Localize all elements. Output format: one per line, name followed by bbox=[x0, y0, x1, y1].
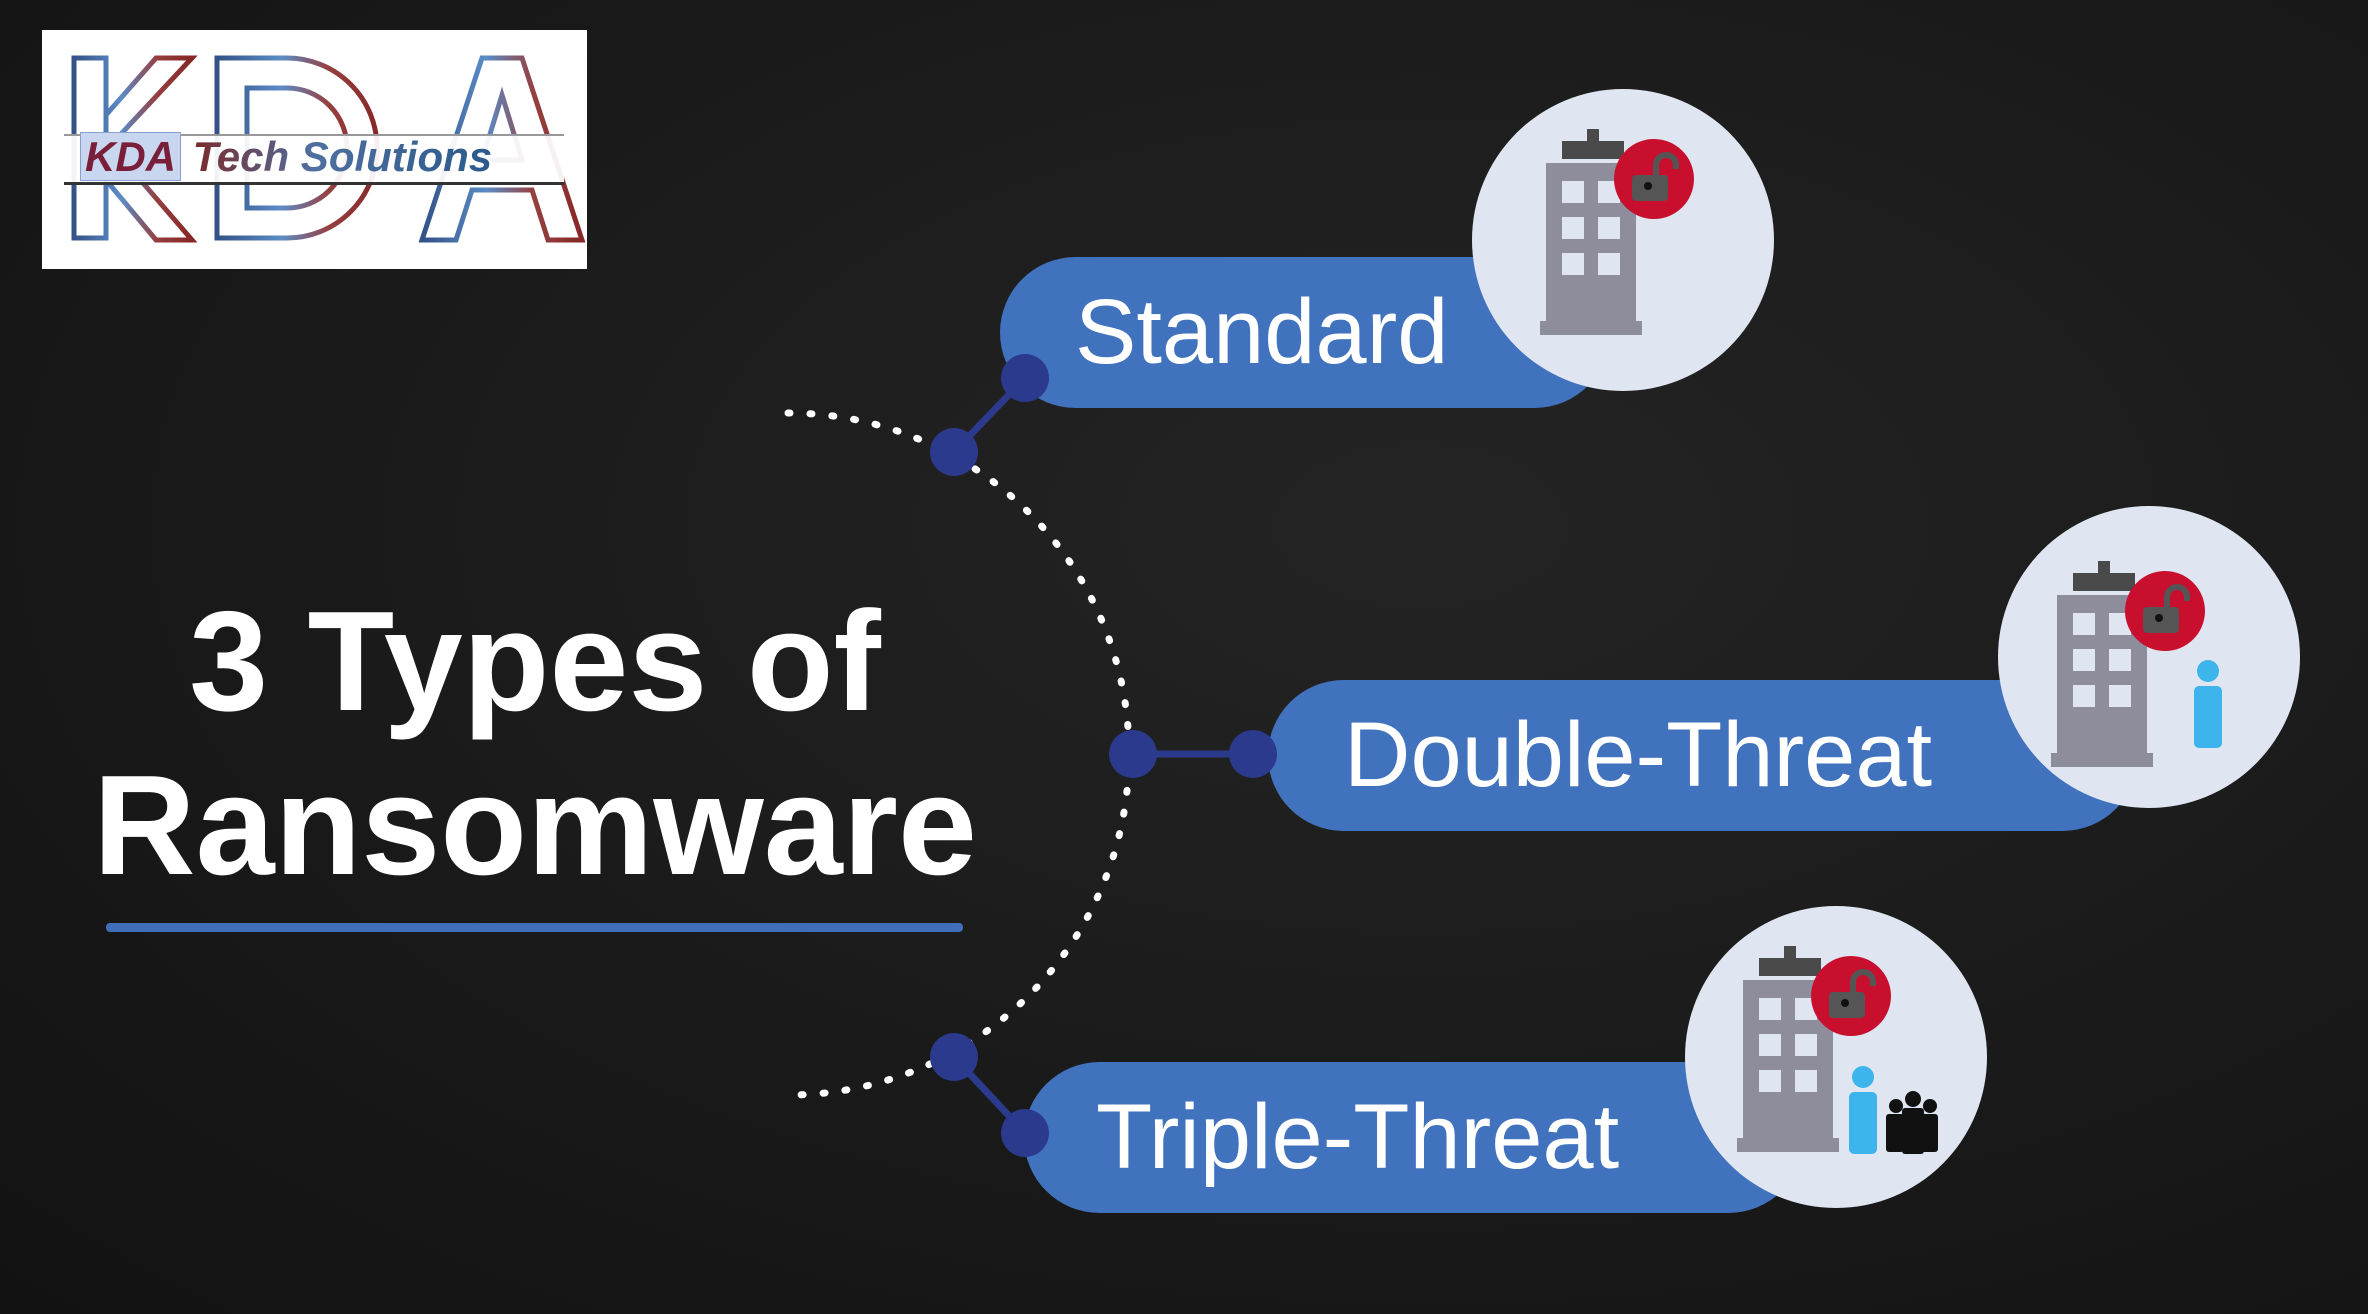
kda-logo: KDA Tech Solutions bbox=[42, 30, 587, 269]
page-title: 3 Types of Ransomware bbox=[60, 580, 1010, 908]
building-unlocked-person-icon bbox=[1998, 506, 2222, 808]
title-line-1: 3 Types of bbox=[189, 582, 881, 741]
title-underline bbox=[106, 923, 963, 932]
logo-prefix: KDA bbox=[80, 132, 181, 181]
title-line-2: Ransomware bbox=[93, 746, 977, 905]
type-standard-label: Standard bbox=[1075, 281, 1449, 383]
type-triple-threat-label: Triple-Threat bbox=[1096, 1086, 1620, 1188]
type-double-threat-label: Double-Threat bbox=[1344, 704, 1933, 806]
dot bbox=[1109, 730, 1157, 778]
dot bbox=[1001, 354, 1049, 402]
building-unlocked-person-group-icon bbox=[1685, 906, 1938, 1208]
type-double-threat-pill: Double-Threat bbox=[1268, 680, 2138, 831]
person-icon bbox=[1849, 1066, 1877, 1154]
dot bbox=[1229, 730, 1277, 778]
triple-threat-icon-circle bbox=[1685, 906, 1987, 1208]
standard-icon-circle bbox=[1472, 89, 1774, 391]
dot bbox=[1001, 1109, 1049, 1157]
person-icon bbox=[2194, 660, 2222, 748]
logo-tagline: KDA Tech Solutions bbox=[80, 132, 493, 181]
double-threat-icon-circle bbox=[1998, 506, 2300, 808]
logo-tagline-text: Tech Solutions bbox=[192, 133, 493, 180]
type-triple-threat-pill: Triple-Threat bbox=[1024, 1062, 1804, 1213]
dot bbox=[930, 428, 978, 476]
people-group-icon bbox=[1886, 1091, 1938, 1154]
building-unlocked-icon bbox=[1472, 89, 1774, 391]
dot bbox=[930, 1033, 978, 1081]
